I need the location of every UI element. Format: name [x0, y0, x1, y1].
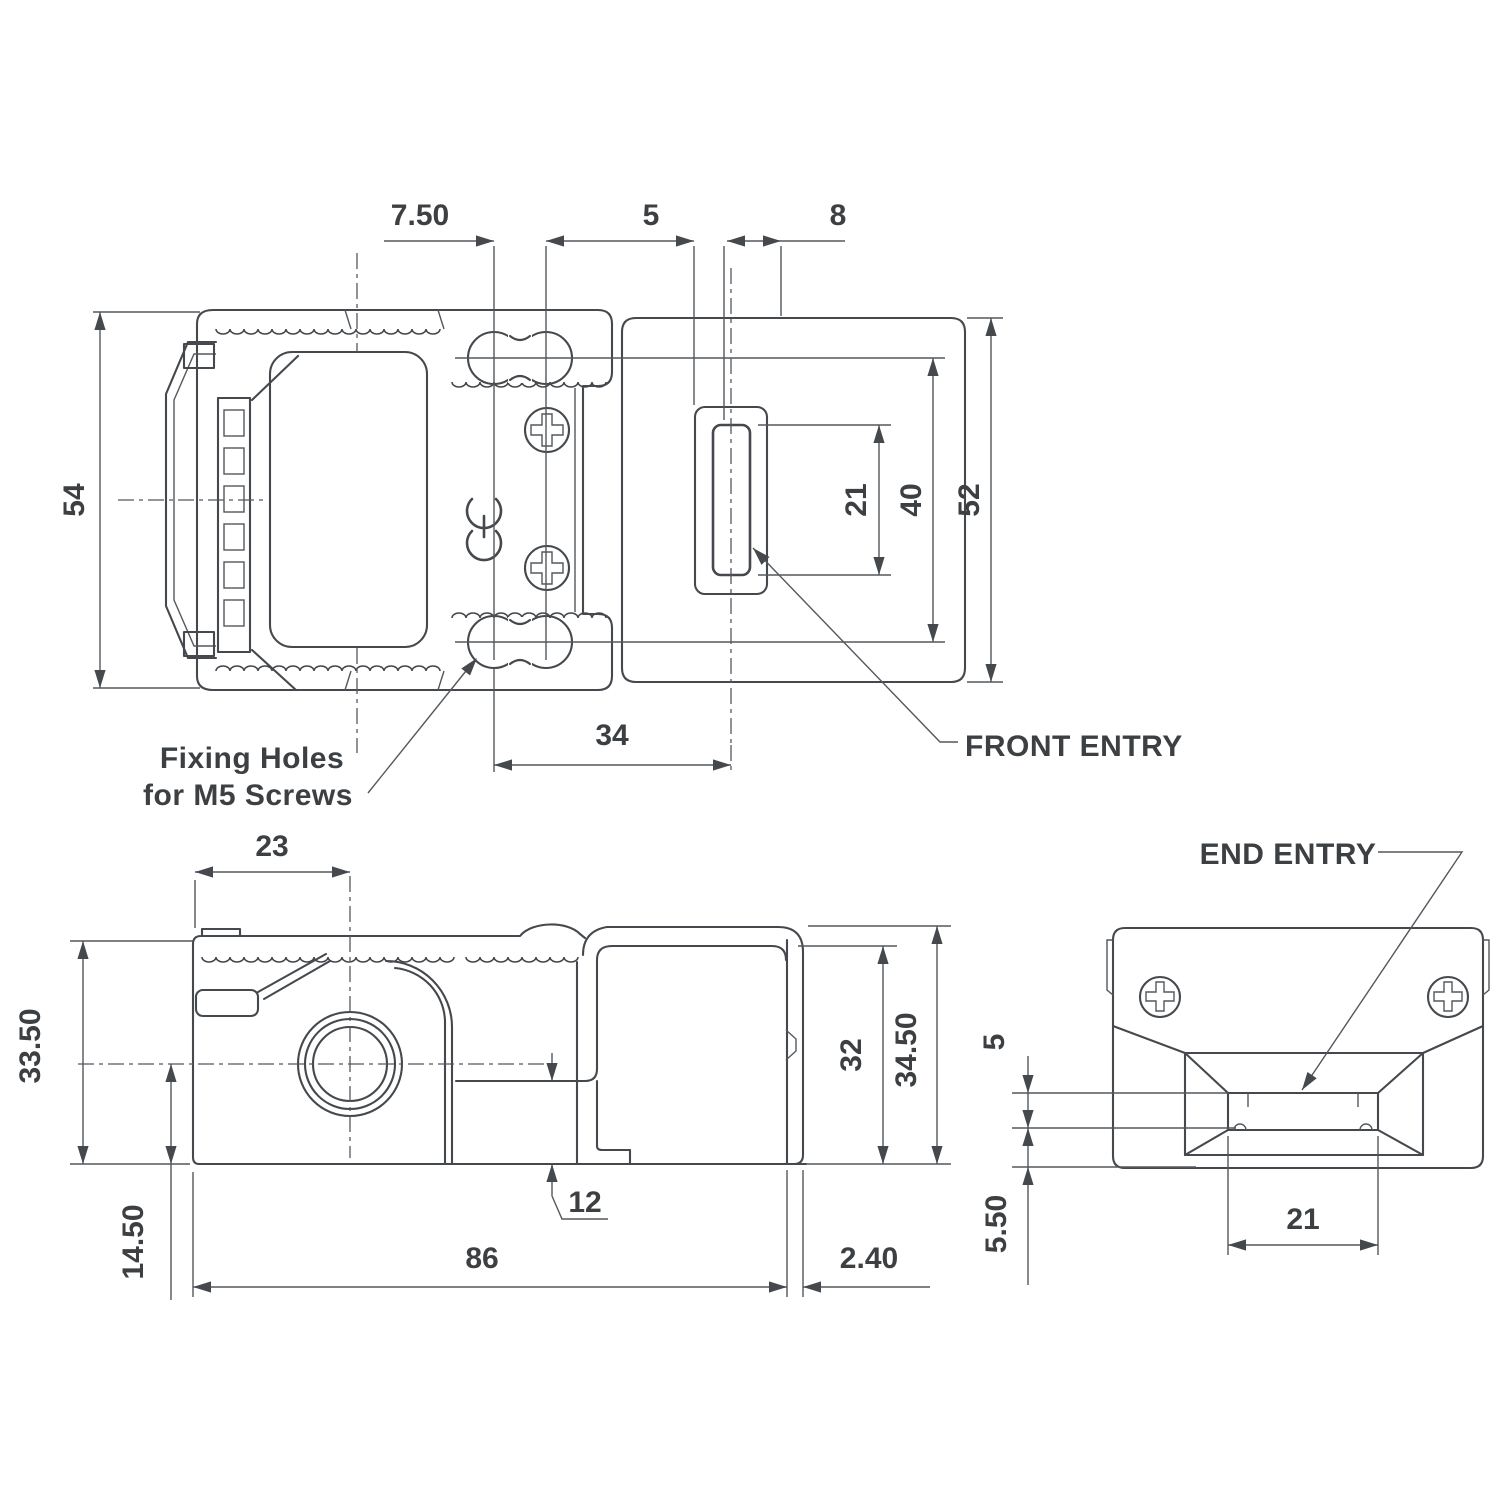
scallop-seam-top [215, 328, 441, 335]
dim-5-and-5-50: 5 5.50 [978, 1034, 1236, 1285]
dim-body-width: 52 [953, 483, 986, 516]
actuator-outline [164, 340, 218, 660]
dim-top-row: 7.50 5 8 [384, 199, 846, 247]
side-outline [191, 923, 808, 1166]
top-view: 7.50 5 8 54 21 40 52 [58, 199, 1183, 812]
fixing-holes-label-1: Fixing Holes [160, 742, 344, 775]
end-recess-bevels [1183, 1051, 1425, 1157]
front-entry-label: FRONT ENTRY [965, 730, 1183, 763]
phillips-screw-icon [1138, 975, 1182, 1019]
dim-hole-span: 40 [895, 483, 928, 516]
ce-mark-icon [465, 497, 503, 562]
dim-hole-to-slot: 34 [595, 719, 629, 752]
dim-12: 12 [546, 1053, 608, 1220]
extension-lines [93, 246, 1003, 772]
side-pocket [194, 988, 260, 1018]
switch-body-outline [620, 316, 967, 684]
dim-21-end: 21 [1227, 1136, 1379, 1255]
front-entry-slot-outer [693, 405, 769, 596]
end-view: END ENTRY 5 5.50 21 [978, 838, 1490, 1285]
actuator-block-bottom [182, 630, 216, 658]
dim-total-height: 34.50 [890, 1012, 923, 1087]
end-entry-slot [1226, 1091, 1380, 1132]
dim-entry-offset: 5 [643, 199, 660, 232]
end-recess-outer [1183, 1051, 1425, 1157]
end-shoulders [1111, 1024, 1485, 1055]
phillips-screw-icon [1426, 975, 1470, 1019]
side-boss [454, 944, 788, 1083]
side-chamfer [256, 952, 332, 1001]
phillips-screw-icon [523, 406, 571, 454]
side-scallop-2 [465, 956, 579, 963]
dim-entry-from-left: 23 [255, 830, 288, 863]
dim-entry-width: 8 [830, 199, 847, 232]
dim-right-heights: 32 34.50 [835, 926, 943, 1164]
side-boss-notch [785, 1029, 797, 1061]
end-outline [1111, 926, 1485, 1170]
centerlines [118, 253, 732, 773]
dim-entry-center-height: 14.50 [117, 1204, 150, 1279]
dim-head-width: 54 [58, 483, 91, 517]
end-entry-callout: END ENTRY [1200, 838, 1464, 1094]
front-entry-callout: FRONT ENTRY [748, 544, 1183, 763]
dim-hole-pitch: 7.50 [391, 199, 449, 232]
dim-slot-length: 21 [840, 483, 873, 516]
dim-slot-to-bottom: 5.50 [980, 1195, 1013, 1253]
dim-14-50: 14.50 [117, 1064, 177, 1300]
side-right-body [575, 925, 805, 1166]
side-view: 23 33.50 14.50 12 86 [14, 830, 951, 1300]
dim-23: 23 [195, 830, 350, 878]
fixing-holes-label-2: for M5 Screws [143, 779, 353, 812]
head-outline [195, 308, 614, 692]
actuator-inner [173, 353, 216, 647]
end-side-tabs [1106, 939, 1490, 996]
side-arc-divider [384, 959, 454, 1166]
dim-34: 34 [494, 719, 731, 771]
actuator-block-top [182, 342, 216, 370]
wing-scallop-bottom [451, 612, 607, 619]
actuator-comb-teeth [223, 409, 245, 627]
dim-slot-width: 21 [1286, 1203, 1319, 1236]
dim-inner-height: 32 [835, 1038, 868, 1071]
fixing-holes-callout: Fixing Holes for M5 Screws [143, 654, 482, 812]
phillips-screw-icon [523, 544, 571, 592]
side-scallop-1 [201, 956, 455, 963]
dim-left-height: 33.50 [14, 1008, 47, 1083]
label-window [268, 350, 429, 649]
side-extensions [70, 880, 951, 1297]
dim-54: 54 [58, 312, 106, 688]
dim-plate-thickness: 2.40 [840, 1242, 898, 1275]
dim-86: 86 2.40 [193, 1242, 930, 1293]
comb-braces [250, 354, 300, 692]
dim-step: 12 [568, 1186, 601, 1219]
side-bottom-step [595, 1079, 632, 1166]
dim-length: 86 [465, 1242, 498, 1275]
dim-33-50: 33.50 [14, 941, 89, 1164]
seam-steps [344, 309, 445, 691]
dim-slot-height: 5 [978, 1034, 1011, 1051]
wing-scallop-top [451, 381, 607, 388]
slot-ticks [1247, 1093, 1359, 1107]
actuator-comb [216, 396, 252, 654]
dim-right-stack: 21 40 52 [840, 318, 997, 682]
scallop-seam-bottom [215, 665, 441, 672]
end-entry-label: END ENTRY [1200, 838, 1377, 871]
side-centerlines [78, 876, 555, 1158]
